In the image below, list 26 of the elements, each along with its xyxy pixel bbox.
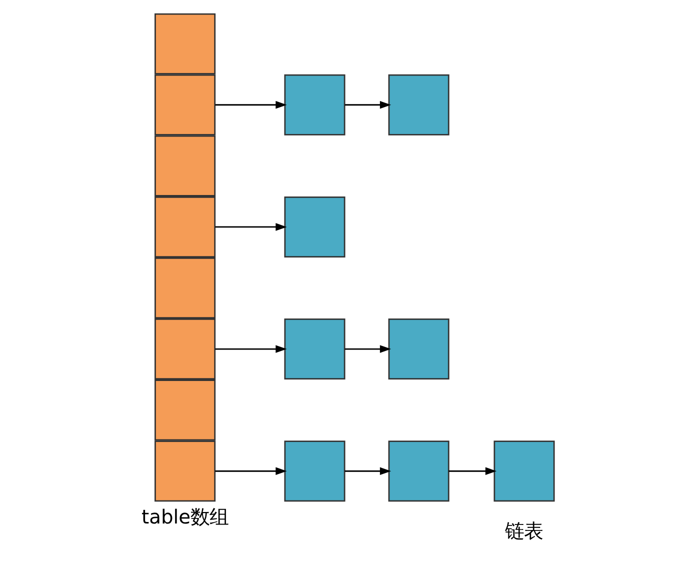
node-box: [154, 380, 216, 441]
node-box: [388, 74, 449, 136]
arrow: [448, 467, 496, 476]
arrow: [214, 223, 286, 231]
node-box: [284, 196, 345, 258]
node-box: [154, 440, 216, 502]
label: 链表: [504, 519, 543, 542]
arrow: [344, 100, 391, 109]
node-box: [284, 74, 345, 136]
arrow: [344, 467, 391, 476]
node-box: [284, 318, 345, 380]
node-box: [154, 13, 216, 74]
label: table数组: [140, 505, 228, 528]
node-box: [154, 196, 216, 258]
node-box: [284, 440, 345, 502]
node-box: [154, 318, 216, 380]
node-box: [154, 257, 216, 319]
node-box: [388, 440, 449, 502]
node-box: [493, 440, 554, 502]
arrow: [214, 467, 286, 476]
arrow: [214, 345, 286, 353]
node-box: [388, 318, 449, 380]
arrow: [344, 345, 391, 353]
arrow: [214, 100, 286, 109]
node-box: [154, 74, 216, 136]
node-box: [154, 135, 216, 196]
